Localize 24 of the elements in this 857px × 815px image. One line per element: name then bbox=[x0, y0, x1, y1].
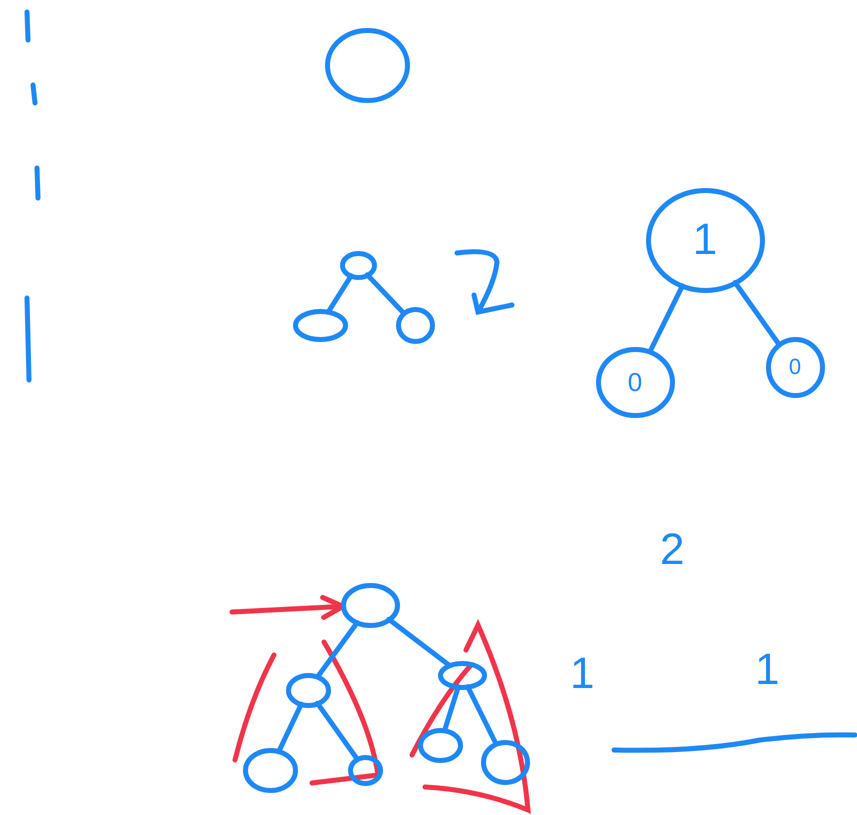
tree-node bbox=[438, 660, 486, 690]
number-label: 1 bbox=[570, 652, 594, 696]
tree-edge bbox=[732, 280, 782, 347]
tree-edge bbox=[314, 700, 360, 762]
node-number: 0 bbox=[788, 356, 802, 378]
tree-node bbox=[596, 346, 674, 418]
number-label: 1 bbox=[755, 648, 780, 692]
node-number: 1 bbox=[692, 218, 718, 262]
tree-node bbox=[348, 754, 382, 786]
tree-node bbox=[766, 336, 824, 398]
number-label: 2 bbox=[660, 528, 684, 572]
tree-edge bbox=[364, 272, 406, 316]
node-number: 0 bbox=[628, 369, 642, 395]
tree-node bbox=[286, 672, 330, 708]
tree-node bbox=[396, 306, 434, 344]
tree-node bbox=[646, 188, 764, 292]
tree-node bbox=[292, 308, 348, 342]
tree-node bbox=[340, 582, 400, 628]
tree-node bbox=[418, 728, 462, 762]
tree-node bbox=[340, 250, 376, 280]
tree-node bbox=[324, 28, 410, 102]
tree-node bbox=[480, 740, 530, 784]
tree-edge bbox=[386, 616, 452, 668]
tree-node bbox=[242, 748, 298, 792]
